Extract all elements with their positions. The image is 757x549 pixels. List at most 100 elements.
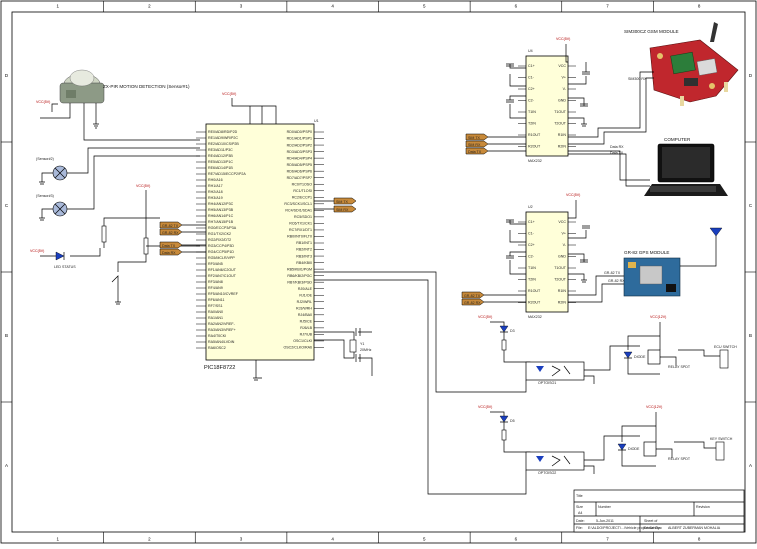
drv2-led-icon [499, 415, 509, 423]
mcu-pin-label: RE2/AD10/CS/P2B [208, 142, 239, 146]
key-switch-connector [715, 441, 725, 461]
sensor2-label: (Sensor#2) [36, 157, 54, 161]
mcu-pin-label: RF1/AN6/C2OUT [208, 268, 237, 272]
mcu-pin-label: RB0/INT0/FLT0 [287, 235, 312, 239]
mcu-tag-sim-tx: SIM TX [333, 197, 357, 205]
mcu-pin-label: RH2/A18 [208, 190, 223, 194]
max232-1-name: MAX232 [528, 159, 542, 163]
mcu-pin-label: RE0/AD8/RD/P2D [208, 130, 238, 134]
mcu-pin-label: RD5/AD5/PSP5 [287, 163, 312, 167]
max2-tag-2: GR-82 RX [461, 298, 485, 306]
mcu-pin-label: RB7/KBI3/PGD [287, 280, 312, 284]
mcu-pin-label: RF5/AN10/CVREF [208, 292, 239, 296]
mcu-pin-label: RD7/AD7/PSP7 [287, 176, 312, 180]
computer-icon [644, 143, 728, 196]
relay1-coil [647, 349, 661, 365]
mcu-pin-label: RB2/INT2 [296, 248, 312, 252]
tb-revision-label: Revision [696, 505, 710, 509]
tb-number-label: Number [598, 505, 612, 509]
zone-col-label: 2 [148, 4, 151, 9]
svg-text:Data RX: Data RX [162, 251, 176, 255]
gps-antenna-icon [709, 227, 723, 237]
zone-col-label: 2 [148, 537, 151, 542]
mcu-pin-label: RH1/A17 [208, 184, 223, 188]
mcu-pin-label: RF3/AN8 [208, 280, 223, 284]
drv2-vcc12: VCC(12V) [646, 405, 662, 409]
mcu-ref: U1 [314, 119, 319, 123]
max-pin-label: V+ [562, 232, 567, 236]
mcu-body [205, 123, 315, 361]
mcu-pin-label: RJ1/OE [299, 293, 312, 297]
zone-row-label: D [749, 73, 753, 78]
max-pin-label: R1IN [558, 289, 567, 293]
svg-text:SIM RX: SIM RX [336, 208, 349, 212]
mcu-pin-label: RD0/AD0/PSP0 [287, 130, 312, 134]
mcu-pin-label: RF0/AN5 [208, 262, 223, 266]
relay2-coil [643, 441, 657, 457]
max-pin-label: C1+ [528, 220, 535, 224]
mcu-tag-pc-rx: Data RX [159, 248, 183, 256]
max-pin-label: T2IN [528, 122, 536, 126]
mcu-pin-label: OSC2/CLKO/RA6 [283, 346, 312, 350]
tb-drawn-value: ALBERT ZUBERMAN MOHALIA [668, 526, 721, 530]
relay1-label: RELAY SPDT [668, 365, 691, 369]
sensor3-label: (Sensor#3) [36, 194, 54, 198]
zone-row-label: B [749, 333, 752, 338]
mcu-pin-label: RB4/KBI0 [296, 261, 312, 265]
mcu-pin-label: RC3/SCK1/SCL1 [284, 202, 312, 206]
max-pin-label: GND [558, 99, 566, 103]
max-pin-label: T1IN [528, 266, 536, 270]
svg-text:GR-82 TX: GR-82 TX [162, 224, 179, 228]
mcu-pin-label: RA4/T0CKI [208, 334, 226, 338]
diode1-label: DIODE [634, 355, 646, 359]
mcu-pin-label: RC1/T1OSI [293, 189, 312, 193]
mcu-pin-label: RC6/TX1/CK1 [289, 222, 312, 226]
gps-tx-label: GR-82 TX [604, 271, 621, 275]
svg-text:Data TX: Data TX [468, 150, 482, 154]
crystal-value: 20MHz [360, 348, 372, 352]
zone-col-label: 7 [606, 4, 609, 9]
mcu-pin-label: RH0/A16 [208, 178, 223, 182]
max-pin-label: C1+ [528, 64, 535, 68]
gps-rx-label: GR-82 RX [608, 279, 625, 283]
mcu-pin-label: RB6/KBI2/PGC [287, 274, 312, 278]
max-pin-label: R1IN [558, 133, 567, 137]
mcu-pin-label: RG5/MCLR/VPP [208, 256, 235, 260]
svg-text:GR-82 RX: GR-82 RX [464, 301, 481, 305]
max-pin-label: R2IN [558, 145, 567, 149]
max232-2-pins: C1+C1-C2+C2-T1INT2INR1OUTR2OUTVCCV+V-GND… [518, 220, 576, 305]
mcu-pin-label: RE3/AD11/P3C [208, 148, 233, 152]
svg-text:SIM RX: SIM RX [468, 143, 481, 147]
max232-2-name: MAX232 [528, 315, 542, 319]
led-vcc-label: VCC(5V) [30, 249, 44, 253]
max-pin-label: R1OUT [528, 133, 541, 137]
zone-col-label: 1 [57, 537, 60, 542]
mcu-pin-label: RG2/RX2/DT2 [208, 238, 231, 242]
max232-1-body [525, 55, 569, 157]
gsm-sub: SIM300 RX [628, 77, 647, 81]
mcu-pin-label: RF2/AN7/C1OUT [208, 274, 237, 278]
tb-file-value: E:\ALDO\PROJECT\...\Vehicle project.SchD… [588, 526, 662, 530]
zone-col-label: 8 [698, 537, 701, 542]
pir-label: ZX-PIR MOTION DETECTION (Sensor#1) [103, 84, 190, 89]
max232-2-body [525, 211, 569, 313]
max-pin-label: C2+ [528, 243, 535, 247]
mcu-pin-label: RB5/KBI1/PGM [287, 267, 312, 271]
max1-tag-2: SIM RX [465, 140, 489, 148]
svg-text:GR-82 RX: GR-82 RX [162, 231, 179, 235]
mcu-pin-label: RG1/TX2/CK2 [208, 232, 231, 236]
optoiso2-label: OPTOISO2 [538, 471, 556, 475]
diode1-icon [623, 351, 633, 359]
max-pin-label: R2OUT [528, 145, 541, 149]
tb-sheet-label: Sheet of [644, 519, 657, 523]
max232-2-ref: U2 [528, 205, 533, 209]
max-pin-label: R1OUT [528, 289, 541, 293]
zone-row-label: C [749, 203, 753, 208]
crystal [349, 339, 357, 353]
mcu-pin-label: RH4/AN12/P3C [208, 202, 234, 206]
mcu-pin-label: RE7/AD15/ECCP2/P2A [208, 172, 246, 176]
max-pin-label: VCC [558, 220, 566, 224]
drv1-vcc: VCC(5V) [478, 315, 492, 319]
max-pin-label: C2- [528, 99, 535, 103]
